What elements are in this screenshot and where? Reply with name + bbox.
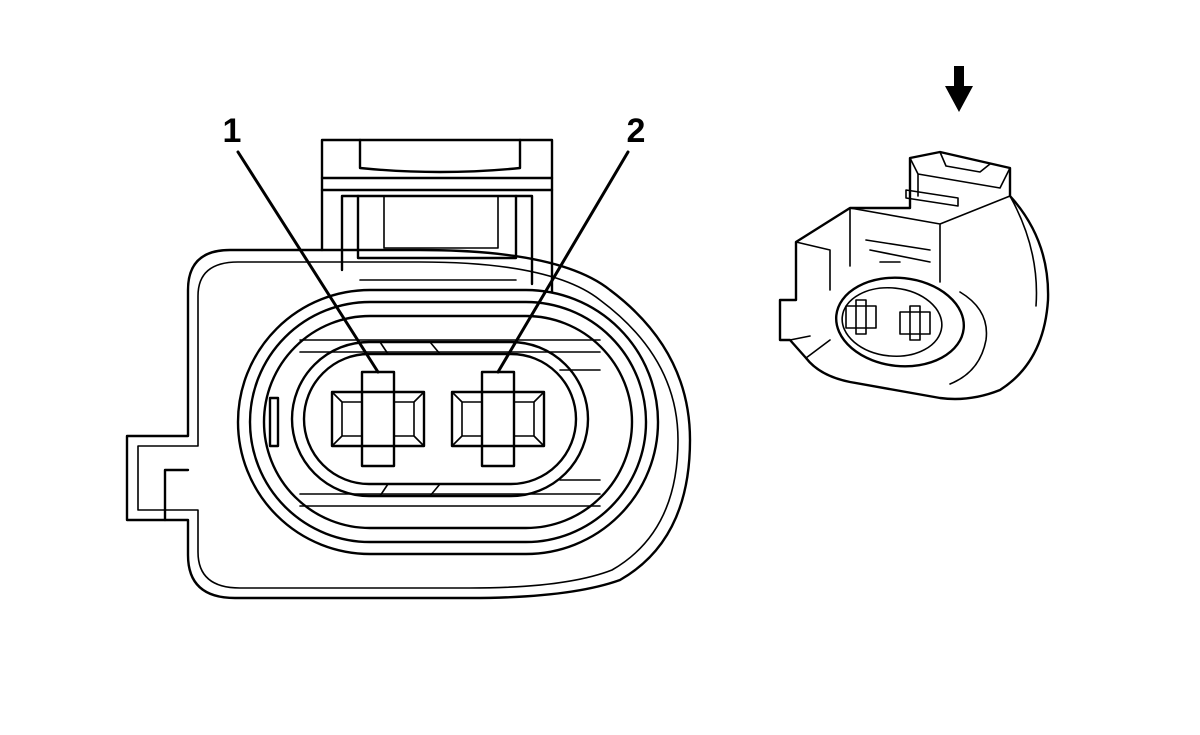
iso-terminal-2 (899, 305, 931, 341)
connector-isometric-view (778, 66, 1050, 401)
pin-1-leader-line (236, 150, 380, 374)
iso-body-outline (778, 150, 1050, 401)
top-latch-bar (320, 176, 554, 192)
iso-face-inner (841, 286, 943, 358)
terminal-1-bevel (331, 391, 425, 447)
terminal-1-body (330, 390, 426, 448)
housing-inner-outline (137, 261, 679, 589)
top-latch (320, 138, 554, 294)
seal-ring-middle (248, 300, 648, 544)
iso-body-side (949, 195, 1038, 385)
iso-terminal-1 (845, 299, 877, 335)
iso-latch-body (849, 195, 1011, 283)
cavity-notches (379, 341, 441, 497)
iso-latch (905, 151, 1011, 207)
terminal-1-blade (360, 370, 396, 468)
keying-slot (268, 396, 280, 448)
iso-front-frame (779, 241, 831, 359)
terminal-2 (450, 370, 546, 468)
latch-window (340, 194, 534, 286)
terminal-2-body (450, 390, 546, 448)
seal-ring-inner (262, 314, 634, 530)
housing-outline (125, 248, 692, 600)
latch-window-inner (356, 194, 518, 260)
connector-face-view: 1 2 (125, 112, 692, 600)
pin-2-leader-line (496, 150, 630, 374)
iso-face-outer (834, 276, 966, 368)
pin-cavity-outer (290, 340, 590, 498)
terminal-2-bevel (451, 391, 545, 447)
side-tab (163, 468, 190, 522)
top-latch-cap (358, 138, 522, 174)
iso-inner-frame (865, 239, 931, 263)
seal-ring-outer (236, 288, 660, 556)
pin-cavity-inner (302, 352, 578, 486)
pin-2-label: 2 (627, 112, 646, 150)
ribs (299, 339, 601, 507)
down-arrow-icon (945, 66, 973, 112)
latch-detail (359, 195, 517, 281)
terminal-1 (330, 370, 426, 468)
pin-1-label: 1 (223, 112, 242, 150)
terminal-2-blade (480, 370, 516, 468)
